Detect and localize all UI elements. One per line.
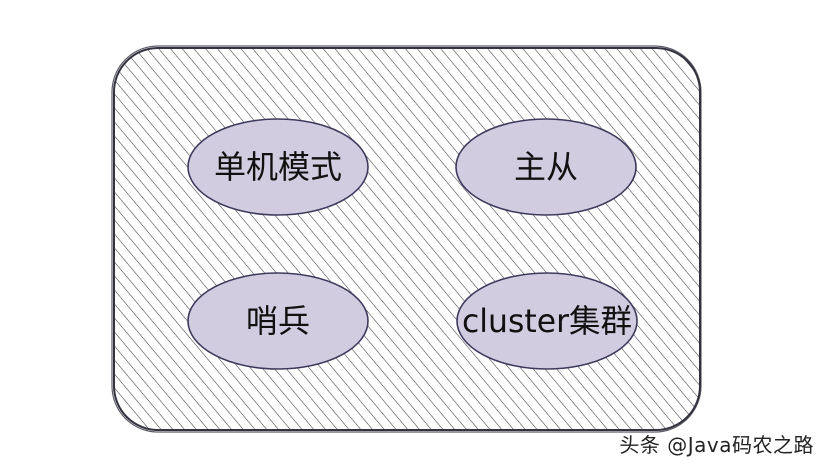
node-cluster-label: cluster集群 [462,302,632,340]
watermark: 头条 @Java码农之路 [619,433,814,457]
node-cluster: cluster集群 [456,272,638,370]
node-sentinel: 哨兵 [187,272,369,370]
container-box [111,45,702,433]
node-master-slave-label: 主从 [514,148,578,186]
node-standalone: 单机模式 [187,118,369,216]
node-sentinel-label: 哨兵 [246,302,310,340]
node-master-slave: 主从 [455,118,637,216]
node-standalone-label: 单机模式 [214,148,342,186]
